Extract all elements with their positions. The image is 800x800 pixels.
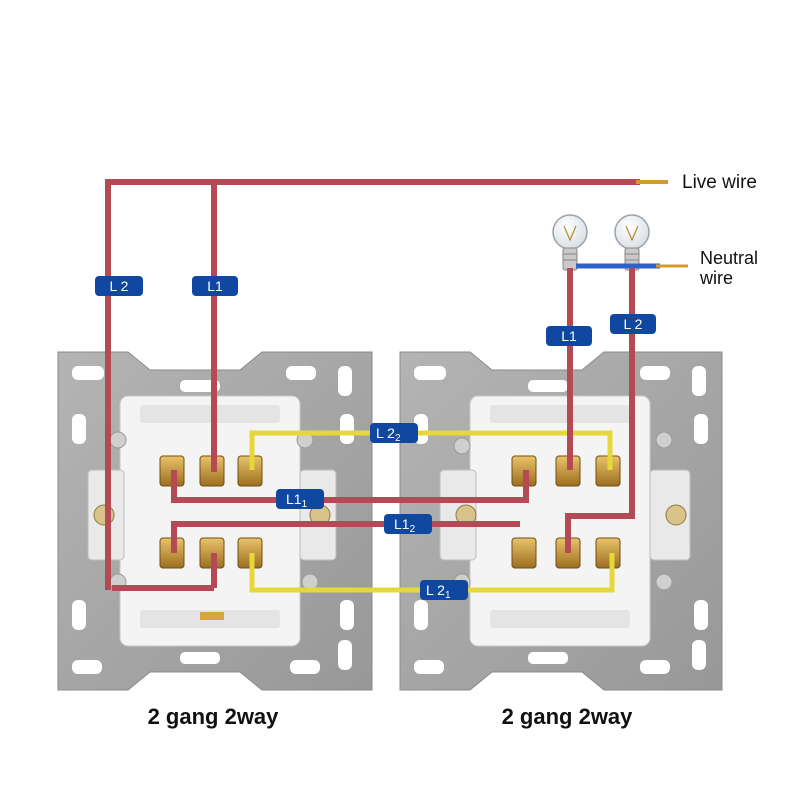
tag-L11: L11 [276, 489, 324, 510]
svg-text:L1: L1 [207, 278, 223, 294]
tag-lamp-L2: L 2 [610, 314, 656, 334]
tag-lamp-L1: L1 [546, 326, 592, 346]
right-switch-caption: 2 gang 2way [502, 704, 634, 729]
lamp-2-icon [614, 214, 650, 271]
live-wire-label: Live wire [682, 172, 757, 193]
svg-text:L 22: L 22 [376, 425, 401, 444]
svg-text:L 2: L 2 [624, 316, 643, 332]
left-switch-caption: 2 gang 2way [148, 704, 280, 729]
wire-live-main [105, 179, 640, 590]
neutral-wire-label-line1: Neutral [700, 248, 758, 268]
tag-left-L1: L1 [192, 276, 238, 296]
tag-L21: L 21 [420, 580, 468, 601]
tag-L22: L 22 [370, 423, 418, 444]
live-wires [105, 179, 640, 591]
tag-left-L2: L 2 [95, 276, 143, 296]
svg-text:L 2: L 2 [110, 278, 129, 294]
lamp-1-icon [552, 214, 588, 271]
tag-L12: L12 [384, 514, 432, 535]
svg-text:L1: L1 [561, 328, 577, 344]
svg-text:L 21: L 21 [426, 582, 451, 601]
wire-L22 [249, 430, 613, 470]
wire-L11 [171, 470, 529, 503]
wire-lamp2 [565, 268, 635, 553]
svg-text:L12: L12 [394, 516, 416, 535]
neutral-wire-label-line2: wire [699, 268, 733, 288]
right-switch [399, 351, 723, 691]
svg-text:L11: L11 [286, 491, 308, 510]
